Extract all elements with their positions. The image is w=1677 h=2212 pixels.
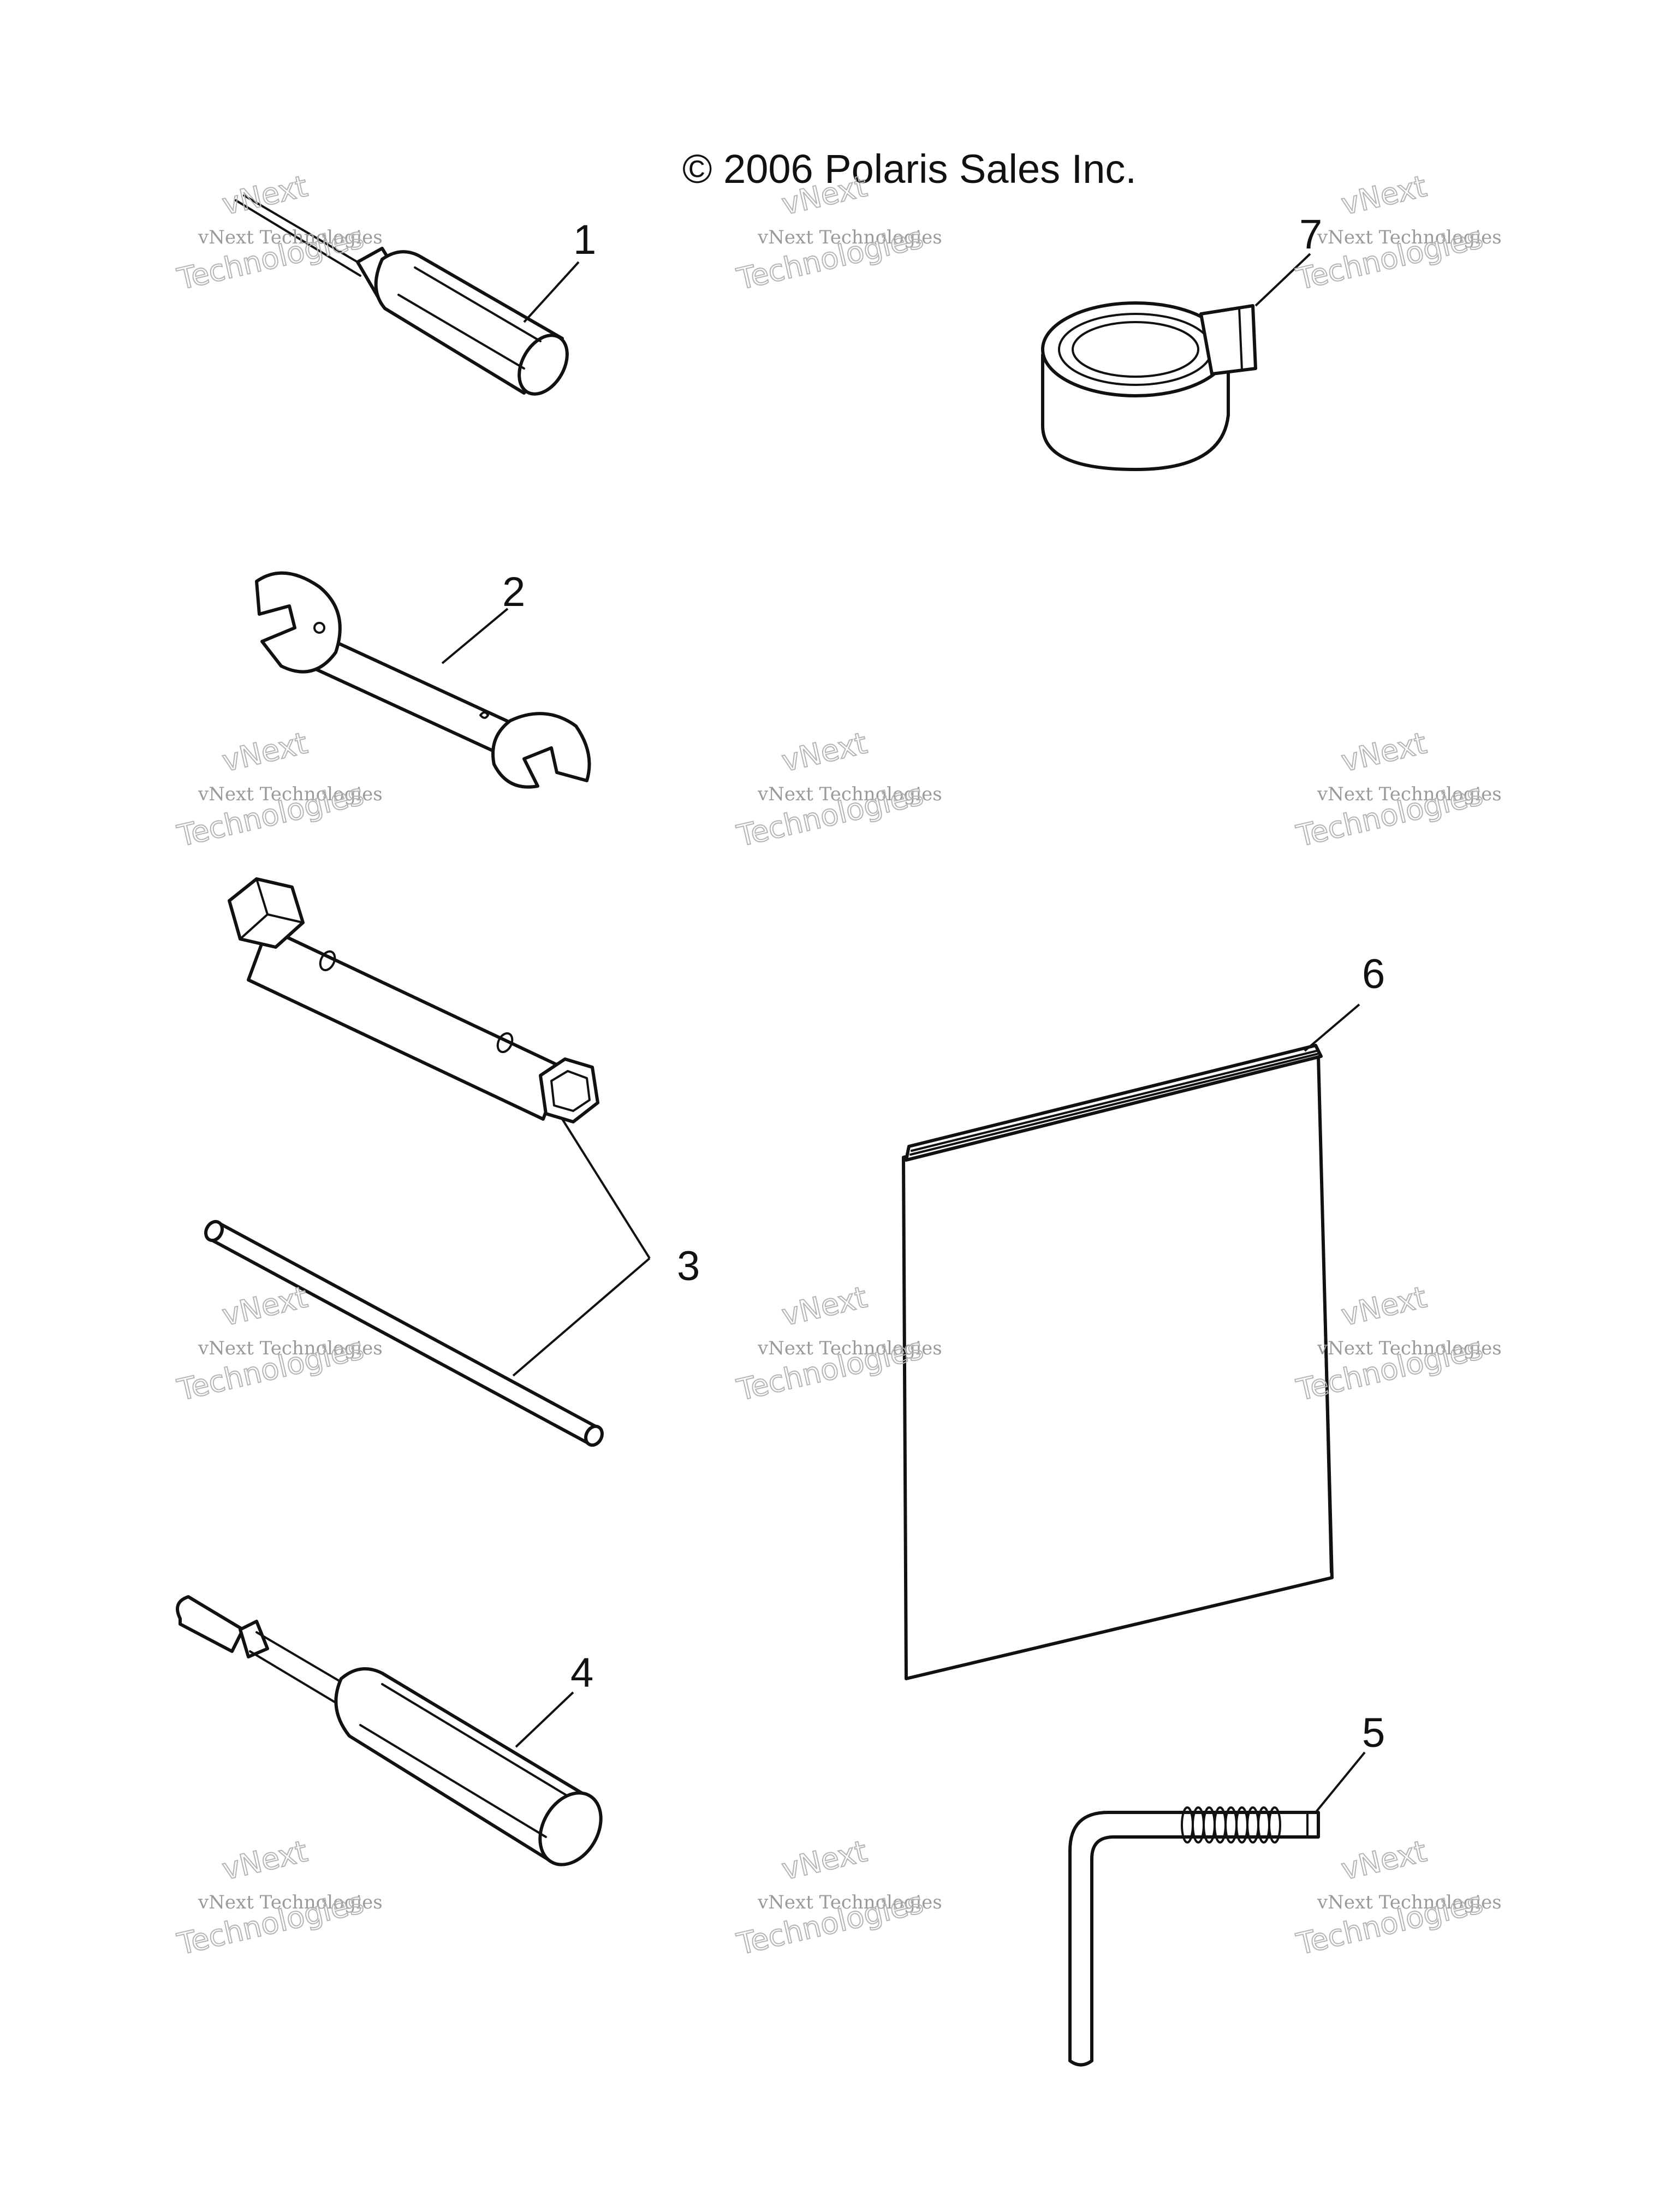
watermark-brand: vNext	[219, 1280, 311, 1333]
watermark-brand: vNext	[1338, 169, 1430, 222]
part-5-hex-key[interactable]	[1068, 1806, 1320, 2067]
callout-3: 3	[677, 1243, 700, 1289]
callout-5: 5	[1362, 1710, 1385, 1756]
leader-3b	[512, 1257, 651, 1377]
watermark-brand: vNext	[778, 1280, 870, 1333]
watermark-small-text: vNext Technologies	[198, 1337, 383, 1359]
part-1-screwdriver[interactable]	[235, 194, 577, 402]
leader-6	[1304, 1003, 1360, 1052]
leader-1	[523, 261, 580, 323]
callout-7: 7	[1299, 211, 1322, 258]
watermark-small-text: vNext Technologies	[198, 1892, 383, 1913]
watermark-small-text: vNext Technologies	[757, 783, 942, 805]
watermark-brand: vNext	[1338, 726, 1430, 778]
part-4-screwdriver[interactable]	[176, 1595, 613, 1876]
leader-7	[1254, 253, 1311, 307]
part-7-tape-roll[interactable]	[1041, 301, 1257, 471]
watermark-small-text: vNext Technologies	[1317, 783, 1502, 805]
watermark-small-text: vNext Technologies	[1317, 227, 1502, 248]
copyright-text: © 2006 Polaris Sales Inc.	[682, 146, 1137, 192]
callout-1: 1	[573, 217, 596, 263]
leader-2	[441, 608, 509, 664]
watermark-brand: vNext	[778, 1834, 870, 1887]
watermark-small-text: vNext Technologies	[198, 227, 383, 248]
watermark-brand: vNext	[778, 726, 870, 778]
callout-4: 4	[570, 1650, 593, 1696]
watermark-small-text: vNext Technologies	[1317, 1337, 1502, 1359]
watermark-small-text: vNext Technologies	[1317, 1892, 1502, 1913]
leader-5	[1315, 1751, 1366, 1813]
part-2-wrench[interactable]	[255, 571, 591, 789]
part-3-tommy-bar[interactable]	[203, 1219, 605, 1448]
part-6-manual[interactable]	[902, 1044, 1334, 1680]
watermark-brand: vNext	[219, 1834, 311, 1887]
watermark-brand: vNext	[1338, 1834, 1430, 1887]
watermark-brand: vNext	[219, 726, 311, 778]
leader-3a	[561, 1118, 651, 1259]
watermark-small-text: vNext Technologies	[757, 1337, 942, 1359]
part-3-box-wrench[interactable]	[228, 877, 599, 1123]
watermark-brand: vNext	[219, 169, 311, 222]
callout-6: 6	[1362, 951, 1385, 997]
watermark-small-text: vNext Technologies	[757, 1892, 942, 1913]
leader-4	[515, 1691, 574, 1748]
callout-2: 2	[502, 569, 525, 615]
watermark-small-text: vNext Technologies	[757, 227, 942, 248]
watermark-brand: vNext	[1338, 1280, 1430, 1333]
watermark-small-text: vNext Technologies	[198, 783, 383, 805]
